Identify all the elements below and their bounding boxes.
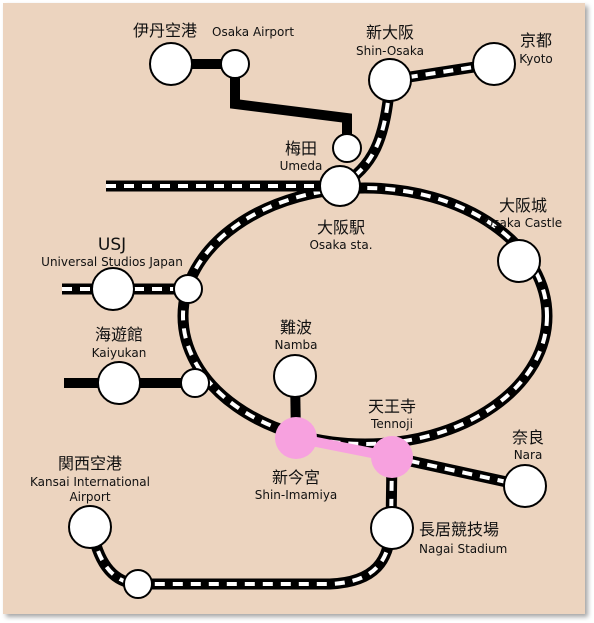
label-tennoji-jp: 天王寺 [368, 397, 416, 416]
station-shin-imamiya-marker[interactable] [275, 417, 317, 459]
label-kyoto-jp: 京都 [520, 31, 552, 50]
station-shin-osaka-marker[interactable] [368, 58, 412, 102]
label-nagai-en: Nagai Stadium [419, 542, 507, 556]
station-kansai-junction-marker[interactable] [123, 569, 153, 599]
line-tennoji-nara [390, 451, 527, 492]
station-itami-junction-marker[interactable] [220, 49, 250, 79]
label-namba-en: Namba [275, 338, 318, 352]
station-kaiyukan-marker[interactable] [97, 361, 141, 405]
label-osaka-castle-jp: 大阪城 [499, 196, 547, 215]
label-shin-osaka-en: Shin-Osaka [356, 44, 424, 58]
station-usj-marker[interactable] [91, 267, 135, 311]
label-osaka-castle-en: Osaka Castle [484, 216, 562, 230]
label-kaiyukan-en: Kaiyukan [92, 346, 147, 360]
station-nagai-marker[interactable] [370, 506, 414, 550]
station-osaka-marker[interactable] [319, 165, 361, 207]
station-kyoto-marker[interactable] [472, 42, 516, 86]
label-usj-en: Universal Studios Japan [41, 255, 183, 269]
label-kansai-airport-en-2: Airport [69, 490, 110, 504]
label-itami-en: Osaka Airport [212, 25, 294, 39]
line-itami-umeda [171, 59, 352, 148]
label-shin-osaka-jp: 新大阪 [366, 23, 414, 42]
label-shin-imamiya-jp: 新今宮 [272, 468, 320, 487]
label-namba-jp: 難波 [280, 318, 312, 337]
station-tennoji-marker[interactable] [371, 436, 413, 478]
station-labels: 伊丹空港 Osaka Airport 新大阪 Shin-Osaka 京都 Kyo… [30, 21, 562, 556]
label-usj-jp: USJ [98, 235, 126, 255]
label-nara-en: Nara [514, 448, 543, 462]
label-kansai-airport-en-1: Kansai International [30, 475, 150, 489]
station-umeda-marker[interactable] [332, 133, 362, 163]
stations [68, 42, 547, 599]
station-itami-marker[interactable] [149, 42, 193, 86]
label-umeda-en: Umeda [280, 159, 323, 173]
station-osaka-castle-marker[interactable] [497, 239, 541, 283]
label-nara-jp: 奈良 [512, 428, 544, 447]
label-kansai-airport-jp: 関西空港 [58, 454, 122, 473]
label-shin-imamiya-en: Shin-Imamiya [255, 488, 338, 502]
label-kyoto-en: Kyoto [519, 52, 553, 66]
label-tennoji-en: Tennoji [370, 417, 413, 431]
label-kaiyukan-jp: 海遊館 [95, 325, 143, 344]
label-osaka-jp: 大阪駅 [317, 218, 365, 237]
label-osaka-en: Osaka sta. [309, 238, 372, 252]
station-kaiyukan-junction-marker[interactable] [180, 368, 210, 398]
station-namba-marker[interactable] [273, 354, 317, 398]
station-nara-marker[interactable] [503, 464, 547, 508]
station-usj-junction-marker[interactable] [173, 274, 203, 304]
label-itami-jp: 伊丹空港 [133, 21, 197, 40]
station-kansai-airport-marker[interactable] [68, 505, 112, 549]
label-umeda-jp: 梅田 [285, 139, 317, 158]
label-nagai-jp: 長居競技場 [419, 520, 499, 539]
loop-line [177, 182, 553, 450]
